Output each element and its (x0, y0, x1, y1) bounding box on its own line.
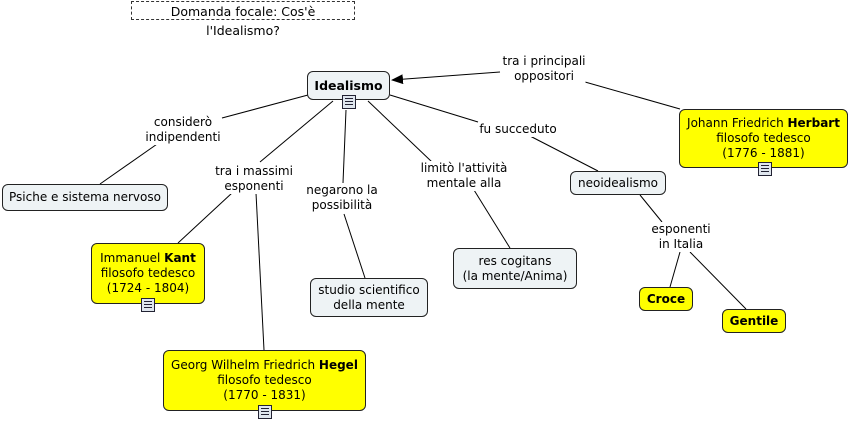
note-icon[interactable] (258, 405, 272, 419)
node-gentile-label: Gentile (729, 313, 779, 328)
node-croce-label: Croce (646, 291, 686, 306)
node-psiche[interactable]: Psiche e sistema nervoso (2, 184, 168, 211)
hegel-dates: (1770 - 1831) (223, 388, 306, 402)
node-neoidealismo[interactable]: neoidealismo (570, 171, 666, 195)
herbart-dates: (1776 - 1881) (722, 146, 805, 160)
note-icon[interactable] (758, 162, 772, 176)
node-herbart[interactable]: Johann Friedrich Herbart filosofo tedesc… (679, 109, 848, 168)
node-res-line1: res cogitans (478, 253, 552, 268)
note-icon[interactable] (141, 298, 155, 312)
kant-role: filosofo tedesco (100, 266, 196, 280)
hegel-name: Georg Wilhelm Friedrich Hegel (171, 358, 358, 372)
kant-name: Immanuel Kant (100, 251, 196, 265)
link-label-succeduto: fu succeduto (479, 122, 557, 137)
kant-dates: (1724 - 1804) (106, 281, 190, 295)
herbart-role: filosofo tedesco (716, 131, 811, 145)
node-studio-line1: studio scientifico (318, 282, 420, 297)
node-gentile[interactable]: Gentile (722, 309, 786, 333)
node-res-line2: (la mente/Anima) (462, 268, 568, 283)
hegel-role: filosofo tedesco (217, 373, 312, 387)
node-kant[interactable]: Immanuel Kant filosofo tedesco (1724 - 1… (91, 243, 205, 304)
node-psiche-label: Psiche e sistema nervoso (9, 190, 161, 204)
node-croce[interactable]: Croce (639, 287, 693, 311)
node-neoidealismo-label: neoidealismo (578, 175, 658, 190)
node-studio-line2: della mente (333, 297, 405, 312)
node-res-cogitans[interactable]: res cogitans (la mente/Anima) (453, 248, 577, 289)
node-studio-scientifico[interactable]: studio scientifico della mente (310, 278, 428, 317)
node-idealismo-label: Idealismo (314, 78, 383, 93)
note-icon[interactable] (342, 95, 356, 109)
focal-question: Domanda focale: Cos'è l'Idealismo? (131, 1, 355, 38)
node-hegel[interactable]: Georg Wilhelm Friedrich Hegel filosofo t… (163, 350, 366, 411)
herbart-name: Johann Friedrich Herbart (687, 116, 840, 130)
